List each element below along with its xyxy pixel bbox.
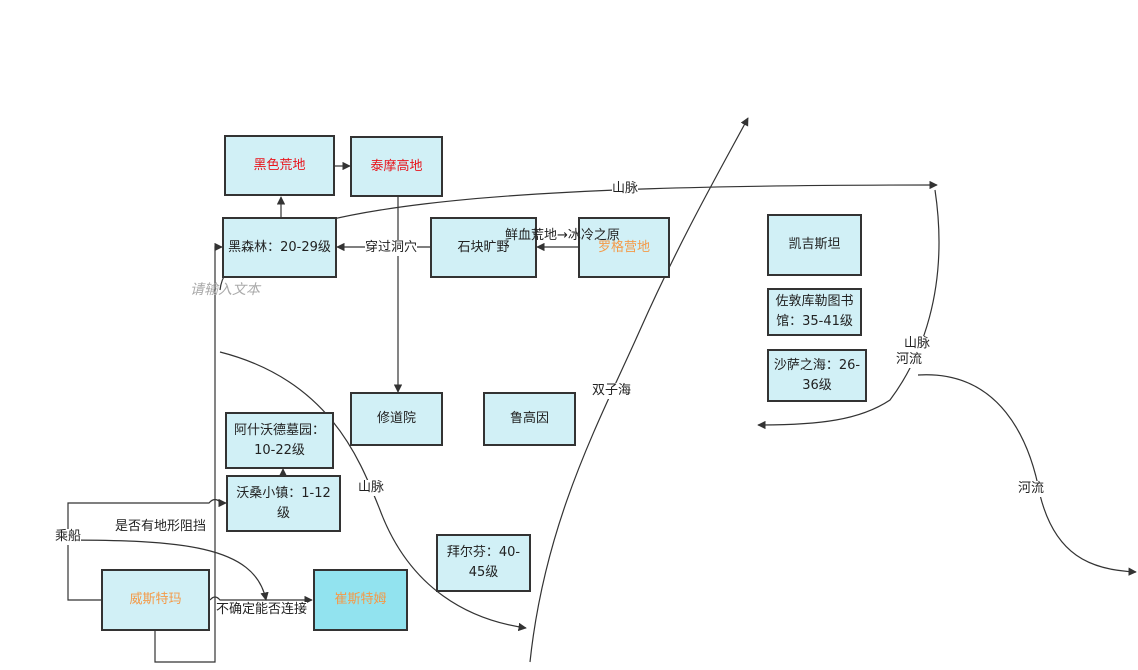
- label-through-cave: 穿过洞穴: [365, 240, 418, 256]
- text-input-placeholder[interactable]: 请输入文本: [190, 282, 260, 298]
- river-far: [917, 374, 1137, 576]
- node-zodunkule-library[interactable]: 佐敦库勒图书馆：35-41级: [767, 288, 862, 336]
- node-baierfen[interactable]: 拜尔芬：40-45级: [436, 534, 531, 592]
- twin-sea-line: [529, 117, 749, 663]
- node-monastery[interactable]: 修道院: [350, 392, 443, 446]
- label-river-far: 河流: [1018, 481, 1045, 497]
- node-worseng-town[interactable]: 沃桑小镇：1-12级: [226, 475, 341, 532]
- label-mountain-top: 山脉: [612, 181, 639, 197]
- mountain-river-right: [757, 189, 940, 430]
- node-lut-gholein[interactable]: 鲁高因: [483, 392, 576, 446]
- node-tristram[interactable]: 崔斯特姆: [313, 569, 408, 631]
- label-blood-marsh: 鲜血荒地→冰冷之原: [505, 228, 620, 243]
- node-ashford-cemetery[interactable]: 阿什沃德墓园：10-22级: [225, 412, 334, 469]
- node-black-wastes[interactable]: 黑色荒地: [224, 135, 335, 196]
- label-river-right: 河流: [896, 352, 923, 368]
- mountain-curve-mid: [219, 351, 527, 632]
- edge-westmar-tristram: [209, 595, 313, 605]
- node-westmar[interactable]: 威斯特玛: [101, 569, 210, 631]
- label-mountain-right: 山脉: [904, 336, 931, 352]
- label-uncertain-connect: 不确定能否连接: [216, 602, 308, 618]
- label-terrain-block: 是否有地形阻挡: [115, 519, 207, 534]
- edge-ship-loop: [67, 498, 227, 601]
- node-black-forest[interactable]: 黑森林：20-29级: [222, 217, 337, 278]
- node-rogue-camp[interactable]: 罗格营地: [578, 217, 670, 278]
- node-sea-of-sand[interactable]: 沙萨之海：26-36级: [767, 349, 867, 402]
- edge-westmar-blackforest: [154, 242, 223, 663]
- label-mountain-mid: 山脉: [358, 480, 385, 496]
- node-tarmor-highlands[interactable]: 泰摩高地: [350, 136, 443, 197]
- label-twin-sea: 双子海: [592, 383, 632, 399]
- label-take-ship: 乘船: [55, 529, 82, 545]
- node-kejistan[interactable]: 凯吉斯坦: [767, 214, 862, 276]
- edge-terrain-curve: [59, 539, 269, 601]
- node-stone-plains[interactable]: 石块旷野: [430, 217, 537, 278]
